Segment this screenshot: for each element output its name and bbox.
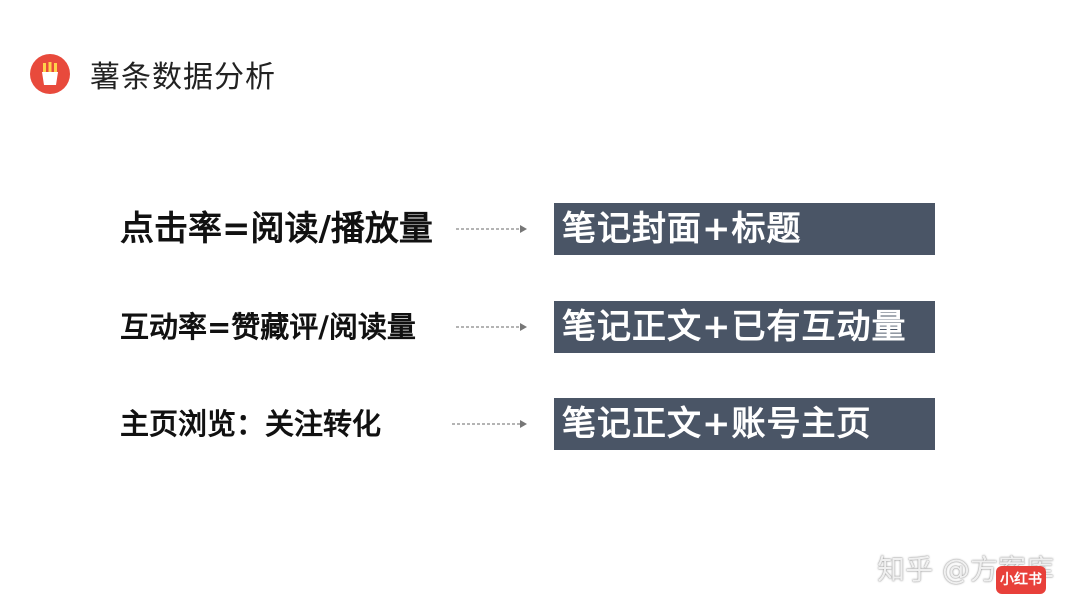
arrow-icon — [452, 418, 528, 430]
header: 薯条数据分析 — [30, 52, 276, 96]
xiaohongshu-logo: 小红书 — [996, 566, 1046, 594]
factor-box: 笔记正文+已有互动量 — [554, 301, 935, 353]
page-title: 薯条数据分析 — [90, 60, 276, 95]
factor-box: 笔记正文+账号主页 — [554, 398, 935, 450]
arrow-icon — [456, 223, 528, 235]
metric-formula: 点击率=阅读/播放量 — [120, 209, 433, 249]
metric-formula: 互动率=赞藏评/阅读量 — [120, 310, 416, 344]
metric-row-click-rate: 点击率=阅读/播放量 笔记封面+标题 — [0, 203, 1080, 255]
factor-box: 笔记封面+标题 — [554, 203, 935, 255]
fries-icon — [30, 54, 70, 94]
metric-row-profile-visits: 主页浏览：关注转化 笔记正文+账号主页 — [0, 398, 1080, 450]
arrow-icon — [456, 321, 528, 333]
metric-formula: 主页浏览：关注转化 — [120, 407, 382, 441]
metric-row-interaction-rate: 互动率=赞藏评/阅读量 笔记正文+已有互动量 — [0, 301, 1080, 353]
